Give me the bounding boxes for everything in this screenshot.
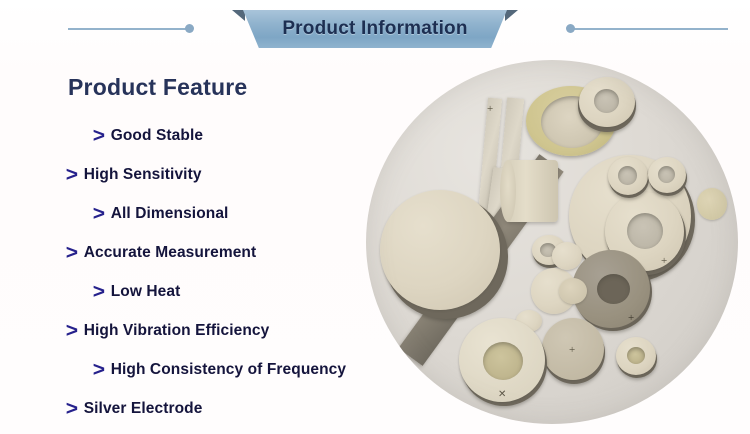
part-ring-bore: [618, 166, 637, 185]
chevron-right-icon: >: [92, 202, 105, 225]
chevron-right-icon: >: [65, 241, 78, 264]
section-banner: Product Information: [232, 10, 518, 48]
part-ring-medium: [606, 195, 686, 275]
part-polarity-ring-face: [572, 250, 650, 328]
feature-label: High Consistency of Frequency: [110, 360, 347, 378]
feature-item-all-dimensional: > All Dimensional: [0, 194, 370, 233]
part-ring-small: [649, 160, 687, 196]
part-rectangular-plate: [477, 97, 503, 217]
part-small-disc: [559, 278, 587, 304]
part-tube-ring-face: [459, 318, 545, 402]
feature-item-low-heat: > Low Heat: [0, 272, 370, 311]
part-ring-bore: [541, 96, 603, 148]
chevron-right-icon: >: [92, 358, 105, 381]
part-ring-bore: [627, 213, 663, 249]
chevron-right-icon: >: [65, 163, 78, 186]
banner-tab-right-icon: [505, 10, 518, 21]
chevron-right-icon: >: [65, 397, 78, 420]
part-polarity-marked-ring: [574, 253, 652, 331]
chevron-right-icon: >: [65, 319, 78, 342]
part-tube-ring-rim: [461, 322, 547, 406]
part-rectangular-plate: [496, 97, 525, 219]
chevron-right-icon: >: [92, 280, 105, 303]
feature-item-high-vibration-efficiency: > High Vibration Efficiency: [0, 311, 370, 350]
part-small-disc: [531, 268, 577, 314]
part-diagonal-bar: [398, 154, 564, 366]
part-ring-small-face: [608, 157, 648, 195]
header-dot-right: [566, 24, 575, 33]
part-ring-bore: [594, 89, 619, 113]
feature-label: All Dimensional: [110, 204, 229, 222]
part-rectangular-plate: [482, 166, 514, 248]
part-cylinder-tube: [506, 160, 558, 222]
header-rule-right: [573, 28, 728, 30]
part-cylinder-end: [500, 160, 516, 222]
feature-item-good-stable: > Good Stable: [0, 116, 370, 155]
feature-label: Accurate Measurement: [83, 243, 257, 261]
polarity-plus-icon: +: [628, 312, 635, 324]
chevron-right-icon: >: [92, 124, 105, 147]
polarity-plus-icon: +: [569, 344, 576, 356]
polarity-plus-icon: +: [661, 255, 668, 267]
part-ring-bore: [540, 243, 556, 257]
banner-tab-left-icon: [232, 10, 245, 21]
feature-label: Low Heat: [110, 282, 181, 300]
part-large-disc-rim: [384, 195, 508, 319]
part-ring-bore: [627, 347, 645, 364]
polarity-x-icon: ✕: [498, 389, 507, 400]
part-ring-small-face: [648, 157, 686, 193]
part-ring-small: [609, 160, 649, 198]
part-large-disc: [380, 190, 500, 310]
part-ring-small-face: [616, 337, 656, 375]
feature-panel-heading: Product Feature: [68, 74, 248, 100]
feature-item-silver-electrode: > Silver Electrode: [0, 389, 370, 428]
header-dot-left: [185, 24, 194, 33]
banner-body: [243, 10, 507, 48]
feature-label: High Sensitivity: [83, 165, 202, 183]
feature-panel: Product Feature > Good Stable > High Sen…: [0, 62, 370, 434]
part-ring-bore: [597, 274, 630, 304]
part-washer-face: [532, 235, 566, 265]
part-small-disc: [697, 188, 727, 220]
feature-label: High Vibration Efficiency: [83, 321, 270, 339]
part-disc-with-mark: [542, 318, 604, 380]
polarity-plus-icon: +: [487, 103, 494, 115]
part-ring-flat-face: [569, 155, 691, 277]
part-ring-small: [617, 340, 657, 378]
part-ring-medium-face: [605, 192, 684, 271]
page-header: Product Information: [0, 0, 750, 54]
feature-item-high-sensitivity: > High Sensitivity: [0, 155, 370, 194]
part-ring-tube: [526, 86, 616, 156]
part-ring-bore: [483, 342, 523, 380]
product-photo: + +: [352, 56, 750, 434]
part-ring-large: [578, 80, 636, 132]
feature-label: Silver Electrode: [83, 399, 203, 417]
part-ring-bore: [658, 166, 675, 183]
part-ring-flat-large: [571, 158, 695, 282]
part-small-disc: [516, 310, 542, 332]
feature-item-accurate-measurement: > Accurate Measurement: [0, 233, 370, 272]
part-disc-rim: [543, 322, 605, 384]
part-ring-face: [579, 77, 635, 127]
feature-list: > Good Stable > High Sensitivity > All D…: [0, 116, 370, 428]
part-small-disc: [552, 242, 582, 270]
feature-label: Good Stable: [110, 126, 204, 144]
header-rule-left: [68, 28, 188, 30]
part-washer-ring: [533, 238, 567, 268]
feature-item-high-consistency-of-frequency: > High Consistency of Frequency: [0, 350, 370, 389]
banner-title: Product Information: [282, 18, 468, 39]
product-photo-backdrop: + +: [366, 60, 738, 424]
